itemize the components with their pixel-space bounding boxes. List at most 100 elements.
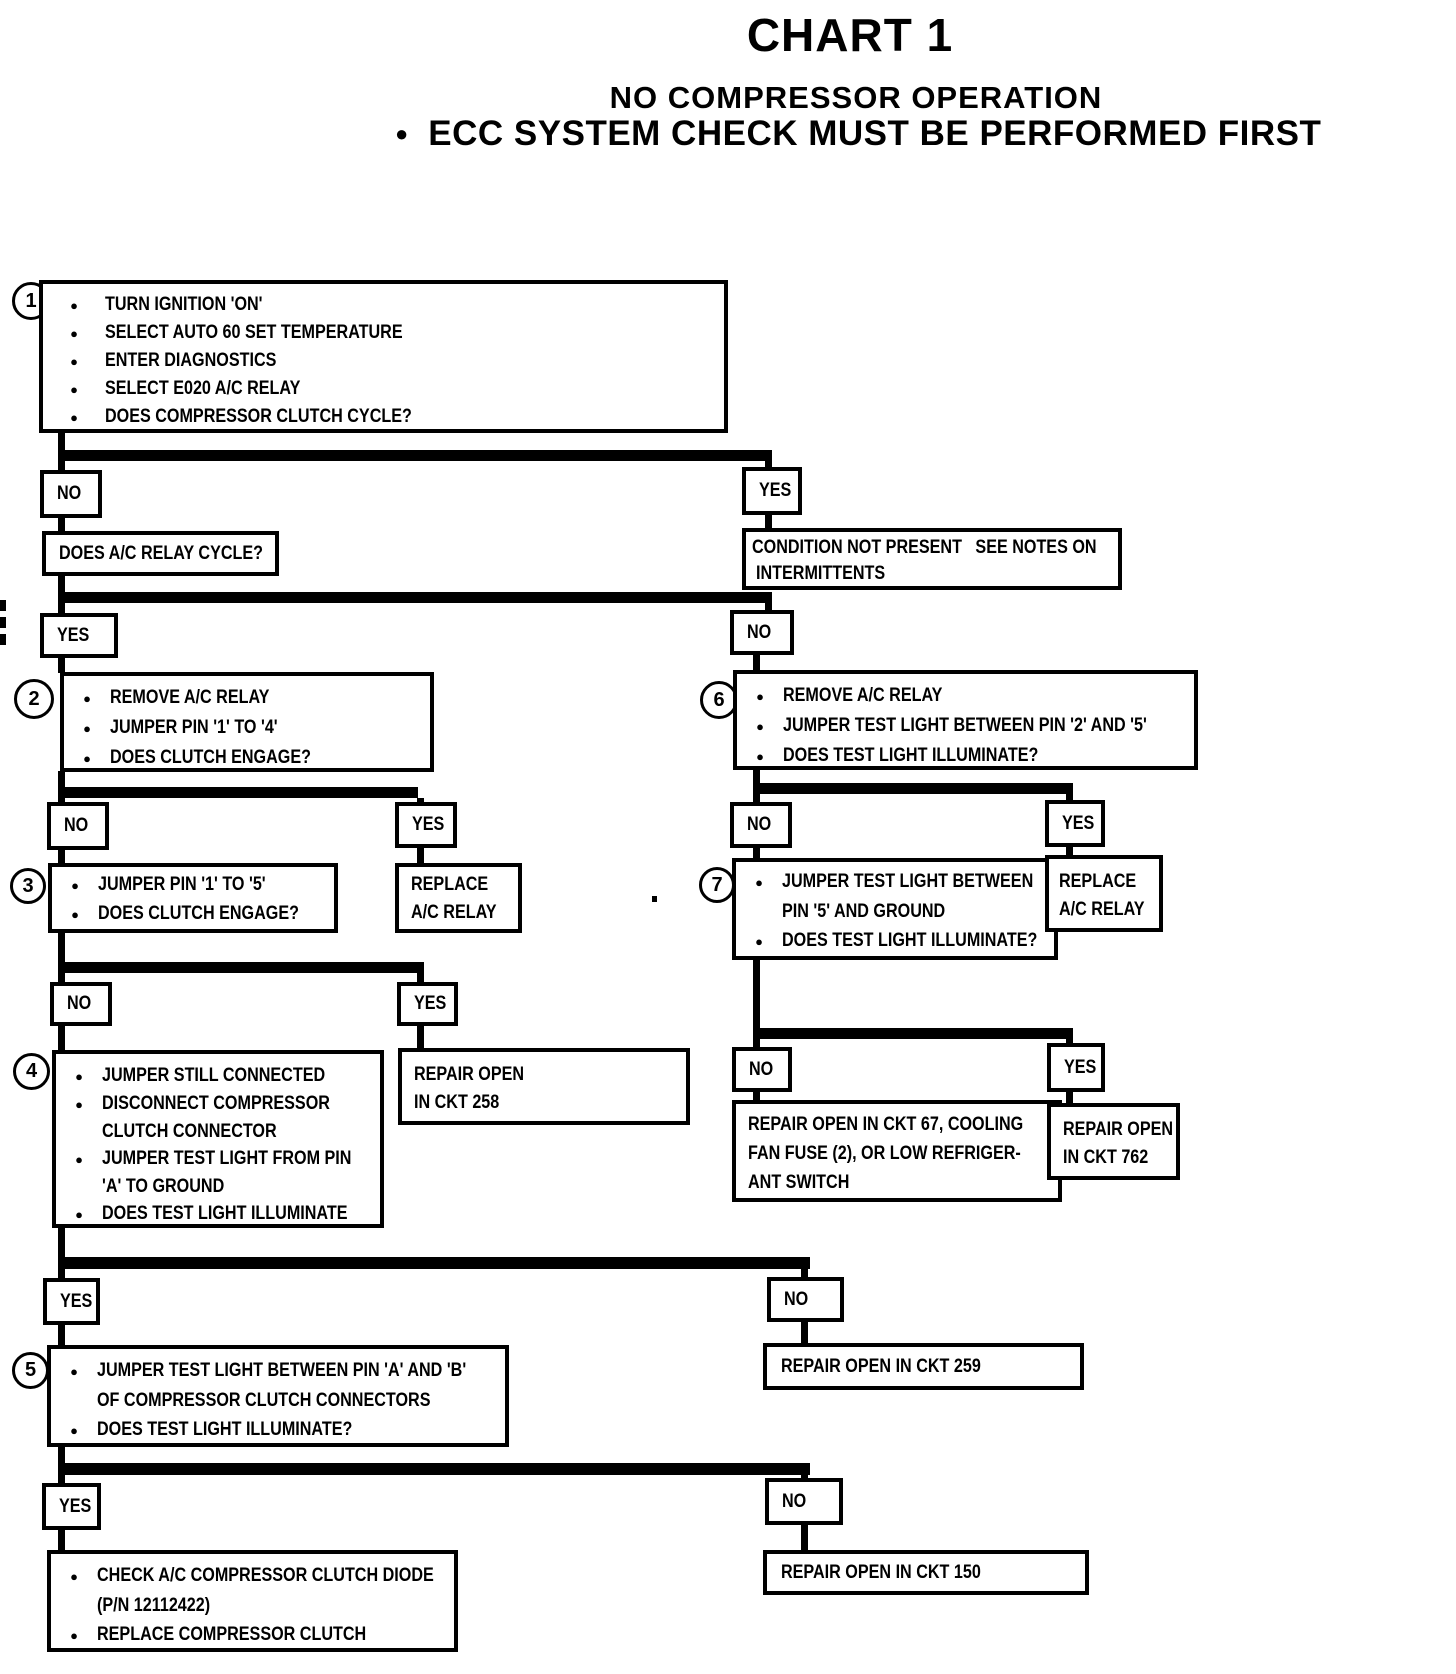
repair-67-line: REPAIR OPEN IN CKT 67, COOLING — [748, 1114, 1024, 1135]
connector — [753, 847, 760, 859]
list-item: ●REPLACE COMPRESSOR CLUTCH — [51, 1620, 454, 1650]
connector — [58, 433, 65, 452]
connector — [58, 1446, 65, 1464]
connector — [58, 657, 65, 673]
step-4-box: ●JUMPER STILL CONNECTED ●DISCONNECT COMP… — [52, 1050, 384, 1228]
list-item: ● JUMPER TEST LIGHT FROM PIN — [56, 1145, 380, 1173]
result-repair-ckt-150: REPAIR OPEN IN CKT 150 — [763, 1550, 1089, 1595]
no-box: NO — [767, 1277, 844, 1322]
connector — [1066, 846, 1073, 856]
yes-box: YES — [395, 802, 457, 848]
list-item: ●ENTER DIAGNOSTICS — [43, 347, 724, 375]
bullet-icon: ● — [75, 1152, 83, 1167]
list-item: ●JUMPER STILL CONNECTED — [56, 1062, 380, 1090]
connector — [58, 787, 418, 798]
step-4-line: JUMPER TEST LIGHT FROM PIN — [102, 1148, 352, 1169]
no-box: NO — [765, 1478, 843, 1525]
step-5-number: 5 — [12, 1352, 49, 1389]
list-item: ●JUMPER PIN '1' TO '4' — [64, 713, 430, 743]
step-3-box: ●JUMPER PIN '1' TO '5' ●DOES CLUTCH ENGA… — [48, 863, 338, 933]
connector — [58, 962, 424, 973]
step-7-box: ● JUMPER TEST LIGHT BETWEEN PIN '5' AND G… — [732, 858, 1058, 960]
step-2-box: ● REMOVE A/C RELAY ●JUMPER PIN '1' TO '4'… — [60, 672, 434, 772]
repair-67-line: ANT SWITCH — [748, 1172, 850, 1193]
connector — [58, 592, 772, 603]
list-item: ●DOES TEST LIGHT ILLUMINATE? — [51, 1415, 505, 1445]
connector — [58, 1474, 65, 1484]
bullet-icon: ● — [71, 907, 79, 922]
step-7-number: 7 — [699, 867, 735, 903]
connector — [801, 1474, 808, 1480]
result-check-clutch-diode: ●CHECK A/C COMPRESSOR CLUTCH DIODE (P/N … — [47, 1550, 458, 1652]
yes-label: YES — [759, 480, 792, 501]
bullet-icon: ● — [755, 875, 763, 890]
connector — [58, 1268, 65, 1279]
connector — [753, 769, 760, 785]
bullet-icon: ● — [70, 354, 78, 369]
list-item: ●SELECT AUTO 60 SET TEMPERATURE — [43, 319, 724, 347]
step-6-box: ●REMOVE A/C RELAY ●JUMPER TEST LIGHT BET… — [733, 670, 1198, 770]
result-condition-not-present: CONDITION NOT PRESENT SEE NOTES ON INTER… — [742, 528, 1122, 590]
scan-artifact — [0, 600, 6, 611]
list-item: ●DOES TEST LIGHT ILLUMINATE — [56, 1200, 380, 1228]
connector — [58, 1463, 810, 1475]
replace-relay-line: REPLACE — [1059, 871, 1137, 892]
yes-box: YES — [40, 613, 118, 658]
result-replace-ac-relay: REPLACE A/C RELAY — [395, 863, 522, 933]
connector — [765, 461, 772, 468]
yes-label: YES — [1064, 1056, 1097, 1078]
step-4-line: DISCONNECT COMPRESSOR — [102, 1093, 330, 1114]
connector — [753, 654, 760, 671]
step-4-line: JUMPER STILL CONNECTED — [102, 1065, 326, 1086]
connector — [417, 847, 424, 864]
step-5-line: JUMPER TEST LIGHT BETWEEN PIN 'A' AND 'B… — [97, 1360, 467, 1381]
step-6-line: JUMPER TEST LIGHT BETWEEN PIN '2' AND '5… — [783, 715, 1147, 736]
bullet-icon: ● — [756, 719, 764, 734]
step-5-line: OF COMPRESSOR CLUTCH CONNECTORS — [97, 1390, 431, 1411]
bullet-icon: ● — [70, 298, 78, 313]
scan-artifact — [0, 617, 6, 628]
yes-box: YES — [1045, 800, 1105, 847]
connector — [58, 1529, 65, 1551]
bullet-icon: ● — [75, 1097, 83, 1112]
no-label: NO — [67, 993, 92, 1014]
bullet-icon: ● — [70, 1569, 78, 1584]
repair-150-text: REPAIR OPEN IN CKT 150 — [781, 1561, 981, 1583]
bullet-icon: ● — [70, 1628, 78, 1643]
bullet-icon: ● — [70, 410, 78, 425]
replace-relay-line: A/C RELAY — [1059, 899, 1145, 920]
list-item: ● REMOVE A/C RELAY — [64, 683, 430, 713]
bullet-icon: ● — [395, 121, 409, 146]
connector — [753, 794, 760, 803]
scan-artifact — [652, 896, 657, 902]
list-item: ●TURN IGNITION 'ON' — [43, 291, 724, 319]
list-item: ● DISCONNECT COMPRESSOR — [56, 1090, 380, 1118]
repair-259-text: REPAIR OPEN IN CKT 259 — [781, 1355, 981, 1377]
no-label: NO — [784, 1288, 809, 1310]
list-item: ●DOES TEST LIGHT ILLUMINATE? — [737, 741, 1194, 771]
result-repair-ckt-67: REPAIR OPEN IN CKT 67, COOLING FAN FUSE … — [732, 1100, 1062, 1202]
step-6-line: DOES TEST LIGHT ILLUMINATE? — [783, 745, 1039, 766]
step-7-line: JUMPER TEST LIGHT BETWEEN — [782, 871, 1034, 892]
scan-artifact — [0, 634, 6, 645]
connector — [58, 771, 65, 789]
list-item: ●DOES CLUTCH ENGAGE? — [64, 743, 430, 773]
step-4-line: CLUTCH CONNECTOR — [102, 1121, 277, 1142]
repair-762-line: IN CKT 762 — [1063, 1147, 1149, 1168]
list-item: (P/N 12112422) — [51, 1591, 454, 1620]
yes-box: YES — [742, 467, 802, 515]
step-2-line: REMOVE A/C RELAY — [110, 687, 270, 708]
yes-box: YES — [397, 982, 458, 1026]
list-item: ●DOES TEST LIGHT ILLUMINATE? — [736, 926, 1054, 956]
no-box: NO — [730, 802, 792, 848]
bullet-icon: ● — [75, 1207, 83, 1222]
connector — [765, 603, 772, 611]
connector — [765, 514, 772, 529]
list-item: ●CHECK A/C COMPRESSOR CLUTCH DIODE — [51, 1561, 454, 1591]
no-label: NO — [782, 1490, 807, 1512]
bullet-icon: ● — [70, 382, 78, 397]
connector — [58, 517, 65, 532]
step-7-line: PIN '5' AND GROUND — [782, 901, 946, 922]
bullet-icon: ● — [83, 691, 91, 706]
yes-label: YES — [60, 1290, 93, 1312]
